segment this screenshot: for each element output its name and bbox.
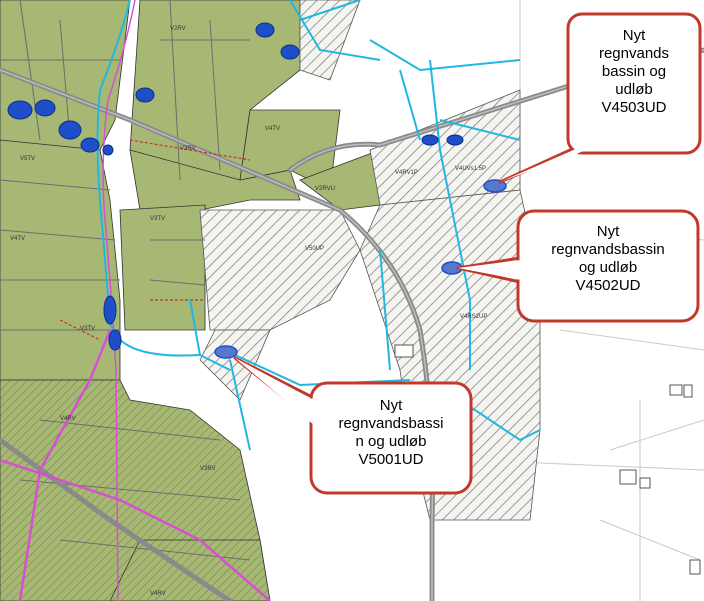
red-lines	[59, 139, 251, 341]
svg-text:V4RS2UP: V4RS2UP	[460, 314, 487, 320]
callout-v4502ud: Nyt regnvandsbassin og udløb V4502UD	[456, 209, 700, 323]
callout-v4503ud-line-2: regnvands	[599, 45, 669, 62]
callout-v4503ud-line-5: V4503UD	[601, 99, 666, 116]
callout-v4502ud-line-2: regnvandsbassin	[551, 241, 664, 258]
svg-text:V3RV: V3RV	[200, 466, 216, 472]
svg-text:V5TV: V5TV	[20, 156, 35, 162]
zone-labels: V2RV V4TV V3RV V2RVU V4RV1P V4UVs1.5P V5…	[10, 26, 487, 597]
callout-v5001ud-line-1: Nyt	[380, 397, 403, 414]
svg-text:V3RV: V3RV	[180, 146, 196, 152]
callout-v5001ud-line-4: V5001UD	[358, 451, 423, 468]
callout-v5001ud-line-2: regnvandsbassi	[338, 415, 443, 432]
svg-text:V4TV: V4TV	[265, 126, 280, 132]
svg-text:V4UVs1.5P: V4UVs1.5P	[455, 166, 486, 172]
svg-text:V4RV: V4RV	[150, 591, 166, 597]
buildings	[394, 344, 701, 575]
svg-text:V3TV: V3TV	[150, 216, 165, 222]
svg-text:V2RVU: V2RVU	[315, 186, 335, 192]
svg-text:V4TV: V4TV	[10, 236, 25, 242]
callout-v5001ud-line-3: n og udløb	[356, 433, 427, 450]
callout-v4503ud-line-1: Nyt	[623, 27, 646, 44]
existing-basins	[7, 22, 464, 351]
callout-v4503ud-line-4: udløb	[615, 81, 653, 98]
callout-v4502ud-line-3: og udløb	[579, 259, 637, 276]
svg-text:V2RV: V2RV	[170, 26, 186, 32]
pink-road	[0, 329, 271, 601]
callout-v4502ud-line-1: Nyt	[597, 223, 620, 240]
svg-text:V3TV: V3TV	[80, 326, 95, 332]
callout-v4503ud: Nyt regnvands bassin og udløb V4503UD	[498, 12, 702, 184]
svg-text:V4RV: V4RV	[60, 416, 76, 422]
basin-v5001ud	[214, 345, 238, 359]
svg-text:V50UP: V50UP	[305, 246, 324, 252]
callout-v5001ud: Nyt regnvandsbassi n og udløb V5001UD	[233, 356, 473, 495]
callout-v4503ud-line-3: bassin og	[602, 63, 666, 80]
callout-v4502ud-line-4: V4502UD	[575, 277, 640, 294]
svg-text:V4RV1P: V4RV1P	[395, 170, 418, 176]
